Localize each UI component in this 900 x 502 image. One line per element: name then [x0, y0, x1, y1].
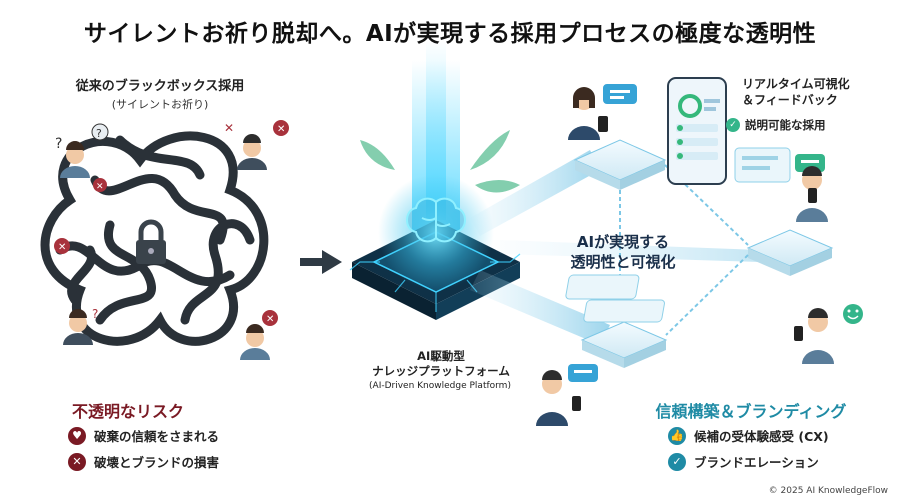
page-title: サイレントお祈り脱却へ。AIが実現する採用プロセスの極度な透明性	[83, 21, 817, 47]
worried-person-icon: ✕ ✕	[93, 178, 278, 360]
blackbox-subheading: (サイレントお祈り)	[111, 98, 209, 111]
trust-item-label: 候補の受体験感受 (CX)	[694, 429, 829, 444]
risk-item-label: 破棄の信頼をさまれる	[94, 429, 220, 444]
explainable-label: 説明可能な採用	[745, 118, 826, 132]
process-card	[573, 139, 667, 190]
tangle-maze-icon	[40, 131, 269, 346]
explainable-hiring: ✓ 説明可能な採用	[726, 117, 826, 133]
flow-arrow-icon	[300, 250, 342, 274]
smiley-icon	[843, 304, 863, 324]
phone-dashboard-icon	[667, 77, 727, 185]
thumbs-up-icon: 👍	[668, 426, 686, 445]
flow-label: AIが実現する 透明性と可視化	[548, 232, 698, 272]
realtime-label: リアルタイム可視化 ＆フィードバック	[742, 76, 892, 108]
trust-title: 信頼構築＆ブランディング	[655, 402, 847, 421]
padlock-icon	[136, 219, 166, 264]
platform-title-line1: AI駆動型	[417, 349, 465, 363]
rejected-person-icon: ✕ ✕	[224, 120, 289, 170]
candidate-man-icon	[794, 308, 834, 364]
rejected-person-icon: ✕ ?	[54, 238, 98, 345]
leaf-sprouts-icon	[360, 130, 520, 193]
connector-arrows	[619, 164, 749, 336]
svg-text:✕: ✕	[277, 124, 285, 135]
feedback-panel	[565, 147, 791, 323]
copyright: © 2025 AI KnowledgeFlow	[768, 486, 888, 496]
svg-text:?: ?	[55, 136, 62, 152]
process-card	[746, 229, 834, 276]
risk-title: 不透明なリスク	[72, 402, 185, 421]
svg-text:✕: ✕	[96, 182, 104, 192]
risk-item: ♥ 破棄の信頼をさまれる	[68, 426, 219, 445]
confused-person-icon: ? ?	[55, 123, 109, 178]
process-card	[580, 321, 668, 368]
platform-title: AI駆動型 ナレッジプラットフォーム	[366, 349, 516, 379]
data-stream-lines	[470, 150, 760, 345]
flow-label-line2: 透明性と可視化	[570, 253, 676, 271]
chat-bubble-icon	[568, 364, 598, 382]
trust-item: ✓ ブランドエレーション	[668, 452, 819, 471]
svg-text:✕: ✕	[224, 121, 234, 135]
recruiter-woman-icon	[568, 87, 608, 140]
trust-item-label: ブランドエレーション	[694, 455, 819, 470]
check-icon: ✓	[726, 118, 740, 132]
flow-label-line1: AIが実現する	[576, 233, 670, 251]
chat-bubble-icon	[795, 154, 825, 172]
svg-text:?: ?	[96, 127, 102, 140]
brain-icon	[406, 197, 466, 243]
realtime-line2: ＆フィードバック	[742, 93, 838, 107]
circuit-lines	[349, 253, 521, 312]
cross-icon: ✕	[68, 452, 86, 471]
risk-item: ✕ 破壊とブランドの損害	[68, 452, 219, 471]
check-icon: ✓	[668, 452, 686, 471]
chat-bubble-icon	[603, 84, 637, 104]
candidate-man-icon	[796, 166, 828, 222]
broken-heart-icon: ♥	[68, 426, 86, 445]
svg-text:✕: ✕	[266, 314, 274, 325]
blackbox-heading: 従来のブラックボックス採用	[75, 79, 245, 94]
svg-text:✕: ✕	[58, 242, 66, 253]
platform-title-line2: ナレッジプラットフォーム	[372, 364, 510, 378]
risk-item-label: 破壊とブランドの損害	[94, 455, 220, 470]
candidate-man-icon	[536, 370, 581, 426]
realtime-line1: リアルタイム可視化	[742, 77, 850, 91]
svg-text:?: ?	[92, 307, 98, 321]
platform-subtitle: (AI-Driven Knowledge Platform)	[369, 381, 511, 391]
trust-item: 👍 候補の受体験感受 (CX)	[668, 426, 829, 445]
